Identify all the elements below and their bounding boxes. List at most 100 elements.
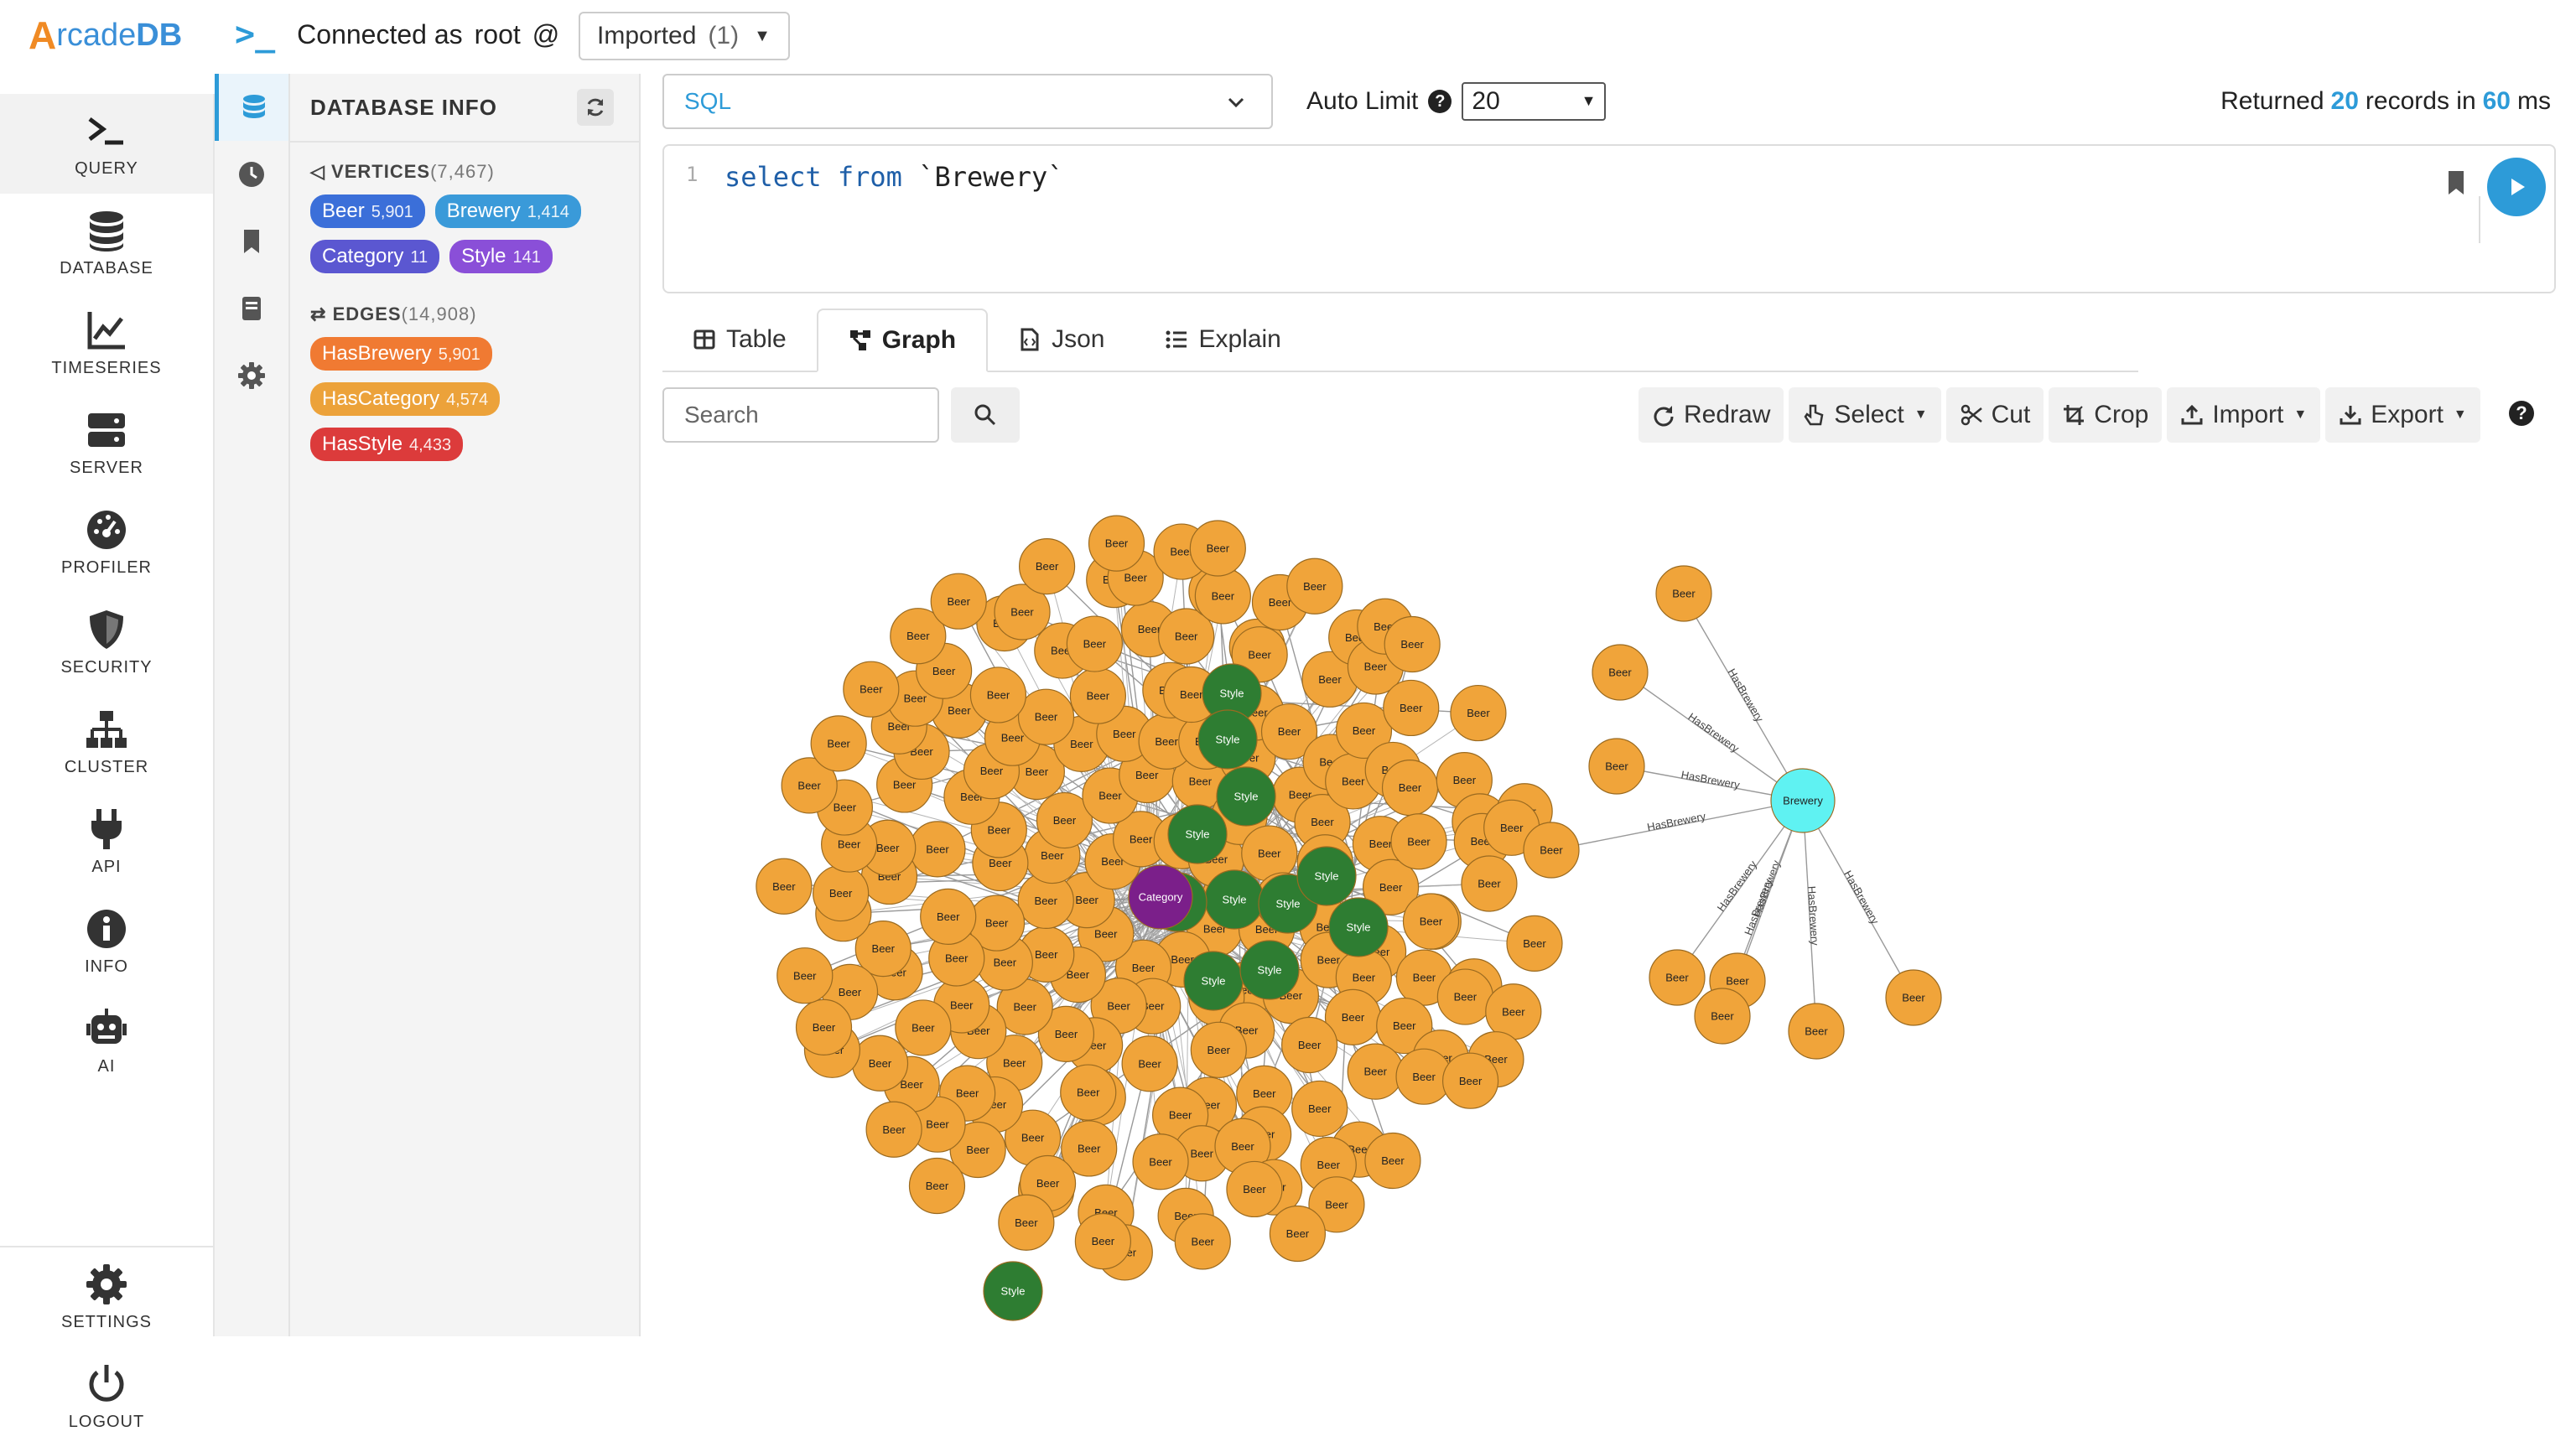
result-summary: Returned 20 records in 60 ms <box>2220 74 2551 129</box>
plug-icon <box>85 807 128 851</box>
crop-button[interactable]: Crop <box>2049 387 2162 443</box>
beer-label: Beer <box>1726 975 1749 988</box>
query-editor[interactable]: 1 select from `Brewery` <box>662 144 2556 293</box>
nav-cluster[interactable]: CLUSTER <box>0 692 213 792</box>
edge-label: HasBrewery <box>1685 710 1742 755</box>
database-info-header: DATABASE INFO <box>290 74 639 143</box>
beer-label: Beer <box>1192 1235 1215 1247</box>
database-select[interactable]: Imported (1) ▼ <box>579 12 790 60</box>
play-icon <box>2504 174 2529 200</box>
file-code-icon <box>1018 328 1041 351</box>
pill-name: Beer <box>322 200 365 223</box>
tab-explain[interactable]: Explain <box>1135 309 1311 371</box>
edges-section-title: ⇄ EDGES(14,908) <box>310 303 639 325</box>
nav-ai[interactable]: AI <box>0 992 213 1092</box>
returned-suffix: ms <box>2517 87 2551 116</box>
beer-label: Beer <box>1124 572 1147 584</box>
question-circle-icon[interactable]: ? <box>1428 90 1452 113</box>
nav-timeseries[interactable]: TIMESERIES <box>0 293 213 393</box>
rail-database-info[interactable] <box>215 74 288 141</box>
cut-label: Cut <box>1992 401 2031 429</box>
vertex-type-beer[interactable]: Beer 5,901 <box>310 194 425 228</box>
pill-count: 4,433 <box>409 436 451 455</box>
style-label: Style <box>1347 921 1371 934</box>
graph-canvas[interactable]: HasBreweryHasBreweryHasBreweryHasBrewery… <box>641 453 2576 1336</box>
gauge-icon <box>85 508 128 552</box>
import-button[interactable]: Import ▼ <box>2167 387 2320 443</box>
beer-label: Beer <box>876 842 900 854</box>
auto-limit-select[interactable]: 20 ▼ <box>1462 82 1606 121</box>
nav-profiler[interactable]: PROFILER <box>0 493 213 593</box>
beer-label: Beer <box>987 689 1010 702</box>
select-button[interactable]: Select ▼ <box>1789 387 1940 443</box>
rail-docs[interactable] <box>215 275 288 342</box>
nav-api-label: API <box>91 858 121 877</box>
beer-label: Beer <box>827 737 850 749</box>
nav-settings[interactable]: SETTINGS <box>0 1247 213 1347</box>
nav-logout[interactable]: LOGOUT <box>0 1347 213 1447</box>
returned-ms: 60 <box>2483 87 2511 116</box>
refresh-button[interactable] <box>577 89 614 126</box>
beer-label: Beer <box>980 765 1004 777</box>
nav-api[interactable]: API <box>0 792 213 892</box>
beer-label: Beer <box>1098 790 1122 802</box>
rail-saved-queries[interactable] <box>215 208 288 275</box>
beer-label: Beer <box>1175 630 1198 643</box>
database-icon-rail <box>215 74 290 1336</box>
cut-button[interactable]: Cut <box>1946 387 2044 443</box>
bookmark-query-button[interactable] <box>2445 169 2467 200</box>
nav-info[interactable]: INFO <box>0 892 213 992</box>
nav-cluster-label: CLUSTER <box>65 758 148 777</box>
edge-label: HasBrewery <box>1841 869 1882 927</box>
connected-user: root <box>475 19 521 50</box>
beer-label: Beer <box>1083 638 1107 651</box>
tab-graph[interactable]: Graph <box>817 309 988 372</box>
database-name: Imported <box>597 22 696 50</box>
beer-label: Beer <box>926 1118 949 1131</box>
beer-label: Beer <box>1231 1140 1254 1153</box>
nav-server[interactable]: SERVER <box>0 393 213 493</box>
language-select[interactable]: SQL <box>662 74 1273 129</box>
pill-name: Brewery <box>447 200 521 223</box>
pill-count: 5,901 <box>371 203 413 222</box>
nav-database[interactable]: DATABASE <box>0 194 213 293</box>
nav-ai-label: AI <box>98 1057 116 1076</box>
graph-search-button[interactable] <box>951 387 1020 443</box>
graph-help-icon[interactable]: ? <box>2509 401 2534 426</box>
run-query-button[interactable] <box>2487 158 2546 216</box>
nav-security-label: SECURITY <box>60 658 152 677</box>
connected-as-label: Connected as <box>297 19 462 50</box>
vertices-label: VERTICES <box>331 161 430 182</box>
beer-label: Beer <box>1399 781 1422 794</box>
query-code[interactable]: select from `Brewery` <box>724 161 1064 193</box>
pill-count: 1,414 <box>527 203 569 222</box>
tab-table[interactable]: Table <box>662 309 817 371</box>
tab-json[interactable]: Json <box>988 309 1135 371</box>
robot-icon <box>85 1007 128 1050</box>
nav-query[interactable]: QUERY <box>0 94 213 194</box>
rail-settings[interactable] <box>215 342 288 409</box>
graph-search-input[interactable]: Search <box>662 387 939 443</box>
beer-label: Beer <box>1041 849 1064 862</box>
beer-label: Beer <box>797 779 821 791</box>
rail-history[interactable] <box>215 141 288 208</box>
beer-label: Beer <box>950 999 974 1012</box>
nav-database-label: DATABASE <box>60 259 153 278</box>
export-button[interactable]: Export ▼ <box>2325 387 2480 443</box>
beer-label: Beer <box>1353 724 1376 737</box>
nav-settings-label: SETTINGS <box>61 1313 152 1332</box>
shield-icon <box>85 608 128 651</box>
nav-security[interactable]: SECURITY <box>0 593 213 692</box>
redraw-button[interactable]: Redraw <box>1639 387 1784 443</box>
beer-label: Beer <box>882 1123 906 1136</box>
vertex-type-brewery[interactable]: Brewery 1,414 <box>435 194 581 228</box>
logo-rcade: rcade <box>56 18 136 54</box>
beer-label: Beer <box>1003 1056 1026 1069</box>
pill-count: 4,574 <box>446 391 488 410</box>
